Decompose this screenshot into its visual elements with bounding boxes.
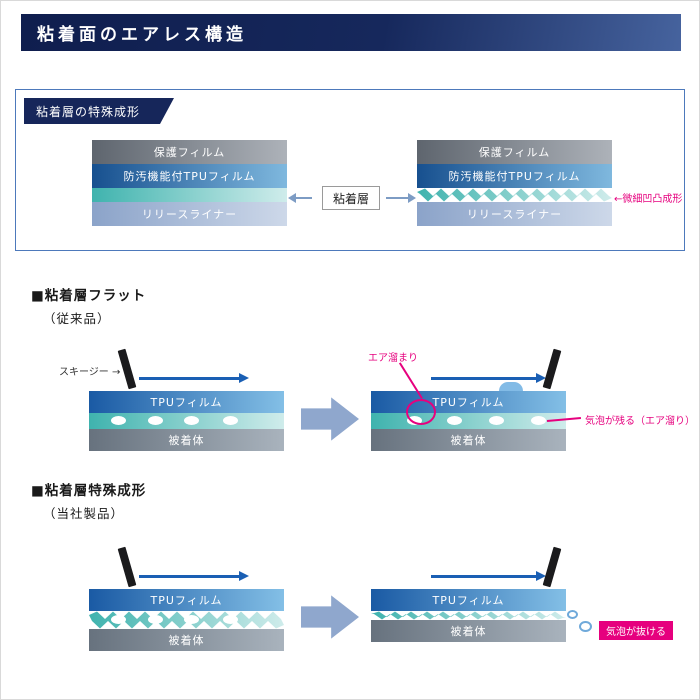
- adhesive-layer-embossed: [417, 188, 612, 202]
- substrate-label: 被着体: [168, 434, 205, 447]
- left-arrow-icon: [288, 193, 312, 203]
- protect-film-label: 保護フィルム: [478, 146, 551, 159]
- air-bubble: [148, 416, 163, 425]
- air-bubble: [148, 615, 163, 624]
- protect-film-label: 保護フィルム: [153, 146, 226, 159]
- embossed-adhesive-compressed: [371, 611, 566, 620]
- release-liner-label: リリースライナー: [141, 208, 238, 221]
- process-arrow: [301, 397, 359, 441]
- zigzag-adhesive-icon: [371, 611, 566, 620]
- special-forming-panel: 粘着層の特殊成形 保護フィルム 防汚機能付TPUフィルム リリースライナー 粘着…: [15, 89, 685, 251]
- micro-emboss-text: 微細凹凸成形: [622, 194, 683, 205]
- zigzag-adhesive-icon: [417, 188, 612, 202]
- protect-film-layer: 保護フィルム: [417, 140, 612, 164]
- tpu-film-layer: 防汚機能付TPUフィルム: [417, 164, 612, 188]
- sweep-direction-arrow: [431, 571, 546, 580]
- substrate-label: 被着体: [450, 434, 487, 447]
- substrate-layer: 被着体: [89, 629, 284, 651]
- tpu-film-label: TPUフィルム: [150, 594, 223, 607]
- bubble-remains-annotation: 気泡が残る（エア溜り）: [585, 416, 695, 427]
- air-bubble: [111, 615, 126, 624]
- air-bubble: [447, 416, 462, 425]
- air-bubble: [223, 615, 238, 624]
- substrate-layer: 被着体: [371, 620, 566, 642]
- page-title: 粘着面のエアレス構造: [37, 25, 247, 45]
- squeegee-icon: [542, 348, 562, 390]
- adhesive-layer-callout: 粘着層: [322, 186, 380, 210]
- adhesive-layer-flat: [92, 188, 287, 202]
- adhesive-layer-with-bubbles: [371, 413, 566, 429]
- release-liner-label: リリースライナー: [466, 208, 563, 221]
- tpu-film-label: TPUフィルム: [150, 396, 223, 409]
- tpu-film-layer: 防汚機能付TPUフィルム: [92, 164, 287, 188]
- right-arrow-icon: [386, 193, 416, 203]
- substrate-layer: 被着体: [89, 429, 284, 451]
- left-arrow-icon: ←: [614, 194, 623, 205]
- page-title-bar: 粘着面のエアレス構造: [21, 14, 681, 51]
- section-flat-heading: ■粘着層フラット: [31, 288, 147, 304]
- release-liner-layer: リリースライナー: [92, 202, 287, 226]
- tpu-film-label: 防汚機能付TPUフィルム: [123, 170, 256, 183]
- film-stack-flat-after: TPUフィルム 被着体: [371, 382, 566, 451]
- substrate-label: 被着体: [168, 634, 205, 647]
- air-bubble: [531, 416, 546, 425]
- air-pocket-circle: [406, 399, 436, 425]
- sweep-direction-arrow: [139, 373, 249, 382]
- escaping-bubble: [579, 621, 592, 632]
- film-stack-special-after: TPUフィルム 被着体: [371, 589, 566, 642]
- panel-tag-label: 粘着層の特殊成形: [36, 104, 141, 119]
- section-special-subheading: （当社製品）: [43, 506, 125, 521]
- air-bubble: [184, 416, 199, 425]
- tpu-film-layer: TPUフィルム: [371, 382, 566, 413]
- release-liner-layer: リリースライナー: [417, 202, 612, 226]
- layer-stack-embossed-adhesive: 保護フィルム 防汚機能付TPUフィルム リリースライナー: [417, 140, 612, 226]
- squeegee-icon: [117, 546, 137, 588]
- protect-film-layer: 保護フィルム: [92, 140, 287, 164]
- tpu-film-layer: TPUフィルム: [89, 391, 284, 413]
- section-flat-subheading: （従来品）: [43, 311, 111, 326]
- bubble-escape-annotation: 気泡が抜ける: [599, 621, 673, 640]
- tpu-film-label: TPUフィルム: [432, 594, 505, 607]
- sweep-direction-arrow: [139, 571, 249, 580]
- air-pocket-annotation: エア溜まり: [368, 353, 418, 364]
- process-arrow: [301, 595, 359, 639]
- air-bubble: [489, 416, 504, 425]
- air-bubble: [111, 416, 126, 425]
- micro-emboss-annotation: ←微細凹凸成形: [614, 190, 682, 205]
- escaping-bubble: [567, 610, 578, 619]
- tpu-film-label: TPUフィルム: [432, 396, 505, 409]
- substrate-layer: 被着体: [371, 429, 566, 451]
- squeegee-icon: [542, 546, 562, 588]
- section-special-heading: ■粘着層特殊成形: [31, 483, 147, 499]
- adhesive-layer-with-bubbles: [89, 413, 284, 429]
- embossed-adhesive-with-bubbles: [89, 611, 284, 629]
- film-stack-flat-before: TPUフィルム 被着体: [89, 391, 284, 451]
- air-bulge: [499, 382, 523, 391]
- tpu-film-layer: TPUフィルム: [371, 589, 566, 611]
- sweep-direction-arrow: [431, 373, 546, 382]
- tpu-film-label: 防汚機能付TPUフィルム: [448, 170, 581, 183]
- layer-stack-flat-adhesive: 保護フィルム 防汚機能付TPUフィルム リリースライナー: [92, 140, 287, 226]
- adhesive-layer-label: 粘着層: [332, 191, 369, 206]
- squeegee-icon: [117, 348, 137, 390]
- panel-tag: 粘着層の特殊成形: [24, 98, 174, 124]
- substrate-label: 被着体: [450, 625, 487, 638]
- tpu-film-layer: TPUフィルム: [89, 589, 284, 611]
- air-bubble: [223, 416, 238, 425]
- squeegee-label: スキージー →: [59, 367, 121, 378]
- air-bubble: [184, 615, 199, 624]
- bubble-escape-text: 気泡が抜ける: [606, 627, 666, 638]
- film-stack-special-before: TPUフィルム 被着体: [89, 589, 284, 651]
